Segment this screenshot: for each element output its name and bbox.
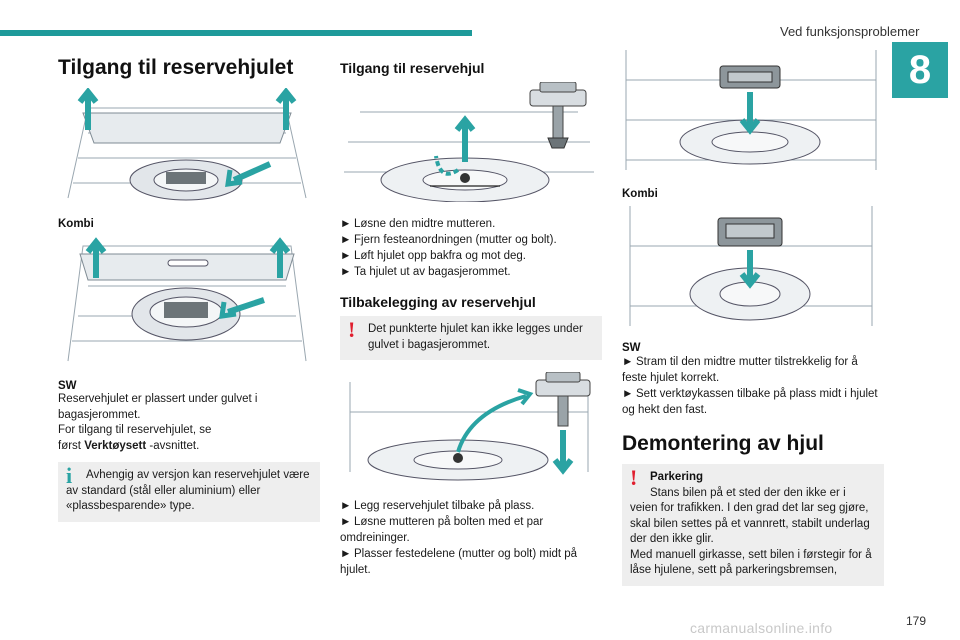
steps-list-secure: ►Stram til den midtre mutter tilstrekkel… [622,354,884,418]
list-item: ►Løft hjulet opp bakfra og mot deg. [340,250,526,262]
bullet-icon: ► [340,516,352,528]
bullet-icon: ► [340,250,352,262]
watermark-text: carmanualsonline.info [690,620,833,636]
warning-note-line: Med manuell girkasse, sett bilen i først… [630,548,872,577]
bullet-icon: ► [340,548,352,560]
heading-spare-access: Tilgang til reservehjul [340,60,485,76]
list-item: ►Løsne den midtre mutteren. [340,218,496,230]
column-2: Tilgang til reservehjul ►Løsne den midtr… [340,50,602,578]
page-number: 179 [906,614,927,628]
illustration-sw-trunk [58,236,316,366]
illustration-refit-wheel [340,372,598,484]
warning-note-punctured: ! Det punkterte hjulet kan ikke legges u… [340,316,602,360]
heading-refit-spare: Tilbakelegging av reservehjul [340,294,536,310]
info-note: i Avhengig av versjon kan reservehjulet … [58,462,320,522]
list-item: ►Legg reservehjulet tilbake på plass. [340,500,535,512]
warning-note-title: Parkering [650,471,704,483]
steps-list-removal: ►Løsne den midtre mutteren. ►Fjern feste… [340,216,602,280]
header-accent-bar [0,30,472,36]
warning-note-parking: ! Parkering Stans bilen på et sted der d… [622,464,884,586]
list-item: ►Plasser festedelene (mutter og bolt) mi… [340,548,578,576]
heading-wheel-removal: Demontering av hjul [622,432,824,455]
heading-spare-wheel-access: Tilgang til reservehjulet [58,56,294,79]
label-sw: SW [58,380,77,392]
label-sw: SW [622,342,641,354]
bullet-icon: ► [340,266,352,278]
warning-note-line: Stans bilen på et sted der den ikke er i… [630,486,870,546]
label-kombi: Kombi [58,218,94,230]
warning-icon: ! [348,317,356,342]
list-item: ►Ta hjulet ut av bagasjerommet. [340,266,511,278]
paragraph-access: For tilgang til reservehjulet, se [58,424,212,436]
illustration-kombi-toolbox [622,50,880,176]
list-item: ►Stram til den midtre mutter tilstrekkel… [622,356,858,384]
bullet-icon: ► [622,388,634,400]
warning-note-text: Det punkterte hjulet kan ikke legges und… [368,323,583,351]
bullet-icon: ► [622,356,634,368]
warning-icon: ! [630,465,638,490]
column-1: Tilgang til reservehjulet Kombi [58,50,320,522]
link-verktoysett[interactable]: Verktøysett [84,439,147,452]
steps-list-refit: ►Legg reservehjulet tilbake på plass. ►L… [340,498,602,578]
bullet-icon: ► [340,500,352,512]
info-icon: i [66,463,73,488]
paragraph-access-ref: først Verktøysett -avsnittet. [58,439,200,452]
list-item: ►Sett verktøykassen tilbake på plass mid… [622,388,878,416]
list-item: ►Løsne mutteren på bolten med et par omd… [340,516,544,544]
list-item: ►Fjern festeanordningen (mutter og bolt)… [340,234,557,246]
info-note-text: Avhengig av versjon kan reservehjulet væ… [66,469,310,512]
bullet-icon: ► [340,218,352,230]
section-title: Ved funksjonsproblemer [780,24,920,39]
illustration-kombi-trunk [58,88,316,208]
illustration-remove-fixing [340,82,598,202]
chapter-number-badge: 8 [892,42,948,98]
column-3: Kombi SW ►Stram til den midtre mutter ti… [622,50,884,586]
label-kombi: Kombi [622,188,658,200]
illustration-sw-toolbox [622,206,880,332]
paragraph-location: Reservehjulet er plassert under gulvet i… [58,393,258,421]
bullet-icon: ► [340,234,352,246]
